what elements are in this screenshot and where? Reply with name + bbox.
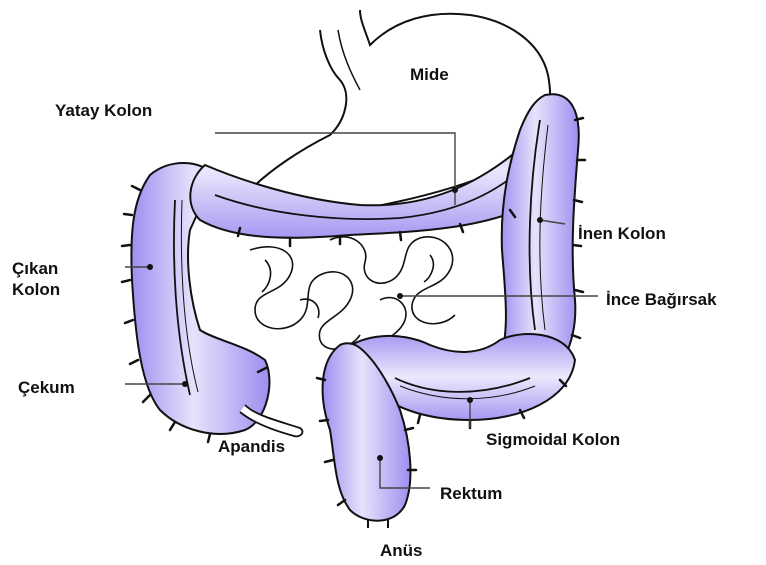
label-cekum: Çekum (18, 377, 75, 398)
label-ince-bagirsak: İnce Bağırsak (606, 289, 717, 310)
label-apandis: Apandis (218, 436, 285, 457)
label-sigmoidal-kolon: Sigmoidal Kolon (486, 429, 620, 450)
label-anus: Anüs (380, 540, 423, 561)
label-yatay-kolon: Yatay Kolon (55, 100, 152, 121)
label-inen-kolon: İnen Kolon (578, 223, 666, 244)
label-rektum: Rektum (440, 483, 502, 504)
label-mide: Mide (410, 64, 449, 85)
label-cikan-kolon: Çıkan Kolon (12, 258, 82, 300)
